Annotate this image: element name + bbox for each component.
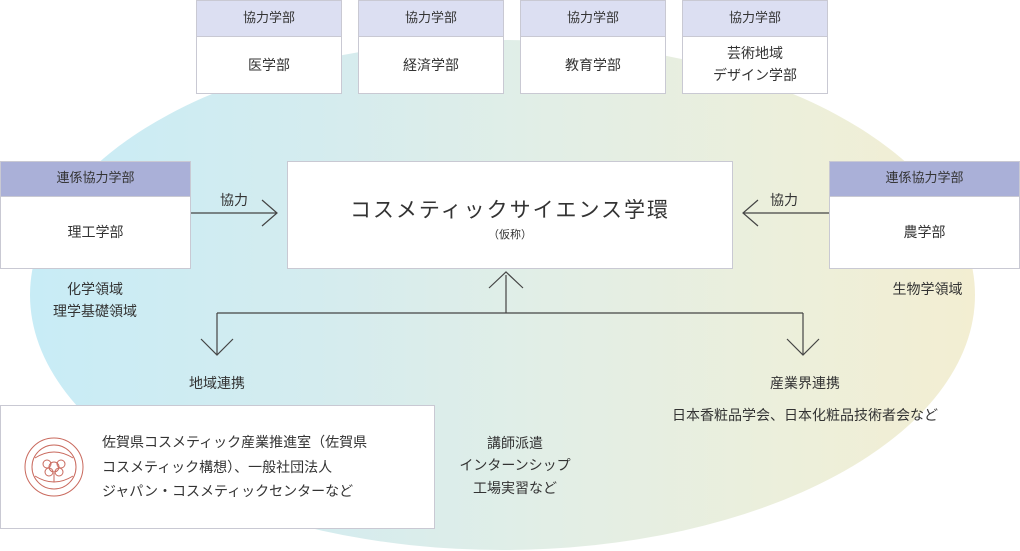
right-down-arrowhead — [786, 338, 820, 356]
activity-line: 工場実習など — [473, 480, 557, 497]
dept-name: 芸術地域 デザイン学部 — [683, 37, 827, 95]
regional-partners-text: 佐賀県コスメティック産業推進室（佐賀県 コスメティック構想）、一般社団法人 ジャ… — [102, 431, 432, 505]
right-dept-fields: 生物学領域 — [892, 282, 963, 298]
partners-line: 佐賀県コスメティック産業推進室（佐賀県 — [102, 435, 368, 451]
dept-name: 教育学部 — [565, 57, 621, 74]
dept-header: 協力学部 — [197, 1, 341, 37]
field-line: 理学基礎領域 — [53, 304, 137, 321]
left-arrowhead — [261, 199, 278, 227]
dept-header: 協力学部 — [359, 1, 503, 37]
middle-activities: 講師派遣 インターンシップ 工場実習など — [440, 433, 590, 500]
dept-header: 連係協力学部 — [830, 162, 1019, 197]
dept-name: 理工学部 — [67, 224, 124, 241]
up-arrowhead — [488, 271, 524, 289]
partners-line: ジャパン・コスメティックセンターなど — [102, 484, 354, 500]
right-dept-agriculture: 連係協力学部 農学部 — [829, 161, 1020, 269]
program-title: コスメティックサイエンス学環 — [349, 198, 671, 222]
cosmetic-center-logo-icon — [24, 437, 84, 497]
dept-name: 医学部 — [248, 57, 290, 74]
activity-line: 講師派遣 — [487, 436, 543, 452]
top-dept-economics: 協力学部 経済学部 — [358, 0, 504, 94]
dept-header: 協力学部 — [683, 1, 827, 37]
dept-header: 協力学部 — [521, 1, 665, 37]
dept-name: 農学部 — [903, 224, 946, 241]
right-arrowhead — [742, 199, 759, 227]
industry-examples: 日本香粧品学会、日本化粧品技術者会など — [672, 408, 938, 424]
center-program-box: コスメティックサイエンス学環 （仮称） — [287, 161, 733, 269]
dept-name: 経済学部 — [403, 57, 459, 74]
top-dept-education: 協力学部 教育学部 — [520, 0, 666, 94]
left-dept-fields: 化学領域 理学基礎領域 — [20, 279, 170, 324]
right-cooperation-label: 協力 — [770, 193, 798, 209]
dept-header: 連係協力学部 — [1, 162, 190, 197]
left-dept-science-engineering: 連係協力学部 理工学部 — [0, 161, 191, 269]
regional-cooperation-label: 地域連携 — [189, 376, 245, 392]
dept-name-line1: 芸術地域 — [727, 46, 783, 63]
partners-line: コスメティック構想）、一般社団法人 — [102, 459, 333, 476]
program-subtitle: （仮称） — [488, 228, 532, 241]
industry-cooperation-label: 産業界連携 — [770, 376, 840, 392]
regional-partners-box: 佐賀県コスメティック産業推進室（佐賀県 コスメティック構想）、一般社団法人 ジャ… — [0, 405, 435, 529]
top-dept-medicine: 協力学部 医学部 — [196, 0, 342, 94]
field-line: 化学領域 — [67, 282, 123, 298]
top-dept-arts-design: 協力学部 芸術地域 デザイン学部 — [682, 0, 828, 94]
dept-name-line2: デザイン学部 — [713, 68, 797, 84]
left-down-arrowhead — [200, 338, 234, 356]
activity-line: インターンシップ — [459, 458, 571, 475]
left-cooperation-label: 協力 — [220, 193, 248, 209]
